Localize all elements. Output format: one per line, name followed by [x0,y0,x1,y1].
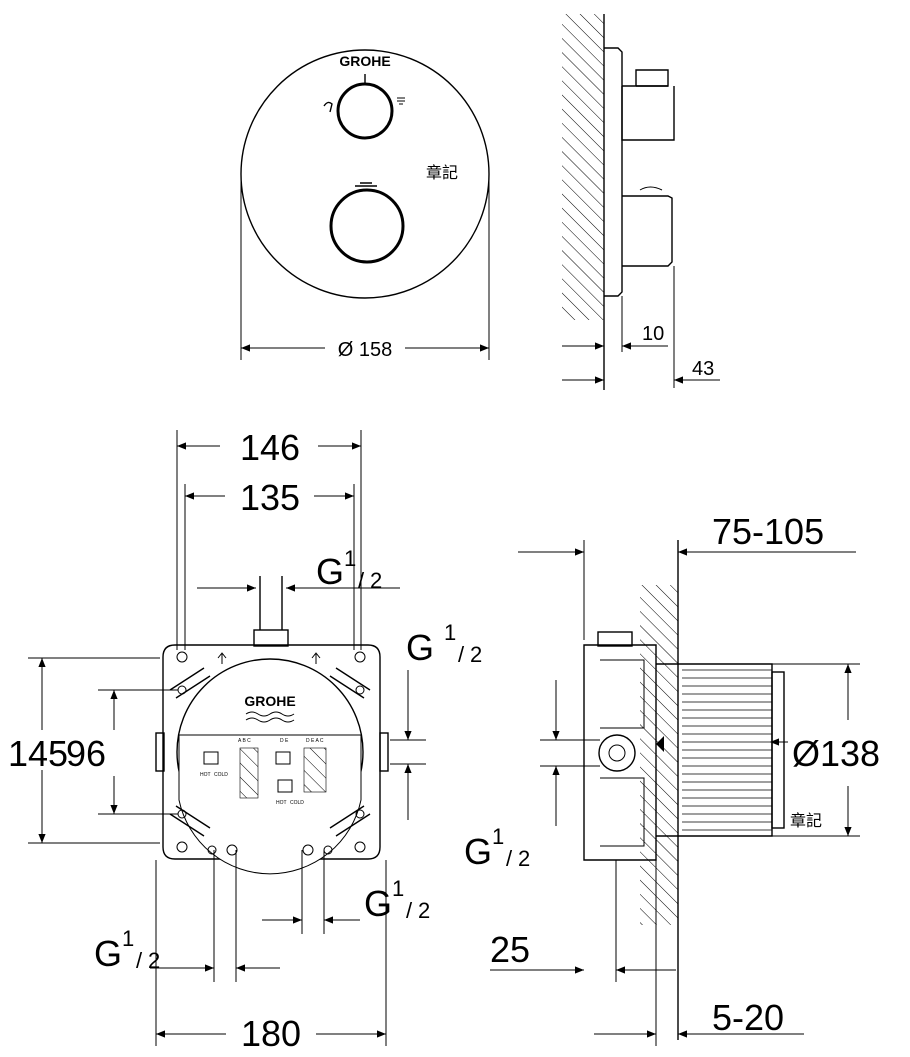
dim-180-label: 180 [241,1013,301,1054]
section-view: 75-105 Ø138 G 1 / 2 25 [464,511,880,1046]
legend-grid-2 [239,747,259,799]
left-plug [155,732,165,772]
thread-top-slash: / [358,568,365,593]
watermark-stamp-2: 章記 [790,811,822,830]
watermark-stamp: 章記 [426,163,458,182]
flow-arrow-icons [217,652,321,664]
thread-bl-num: 1 [122,926,134,951]
overhead-shower-icon [397,97,405,105]
thread-right-slash: / [458,642,465,667]
legend-de: D E [280,738,289,744]
mounting-tab-tl [169,667,211,699]
right-plug [379,732,389,772]
thread-top-num: 1 [344,546,356,571]
legend-cold: COLD [214,772,228,778]
thread-top-g: G [316,551,344,592]
thread-bottom-right-g: G [364,883,392,924]
diverter-knob-profile [621,69,675,141]
front-view: GROHE Ø 158 [240,49,490,361]
box-brand-logo: GROHE [244,693,295,709]
thread-right-g: G [406,627,434,668]
cover-brand-logo: GROHE [339,53,390,69]
sleeve-cap [771,671,785,829]
cover-plate-profile [604,47,623,297]
wave-logo [245,711,295,723]
dim-10-label: 10 [642,323,664,345]
wall-hatching [562,14,604,320]
dim-5-20-label: 5-20 [712,997,784,1038]
dim-146-label: 146 [240,427,300,468]
legend-deac: D E A C [306,738,324,744]
legend-valve-b [275,751,291,765]
section-wall-hatching [640,585,678,925]
dim-25-label: 25 [490,929,530,970]
thread-br-slash: / [406,898,413,923]
flush-mark-triangle [656,736,664,752]
legend-hot-2: HOT [276,800,287,806]
thread-bl-den: 2 [148,948,160,973]
dim-96-label: 96 [66,733,106,774]
mounting-tab-tr [329,667,371,699]
mounting-box-outline [162,644,381,860]
installation-legend [178,734,362,875]
section-inlet-port [598,734,636,772]
thread-bl-slash: / [136,948,143,973]
side-view: 10 43 [562,14,720,390]
dim-43-label: 43 [692,358,714,380]
temperature-stop-marker [355,182,377,187]
thread-br-num: 1 [392,876,404,901]
dim-138-label: Ø138 [792,733,880,774]
dim-145-label: 145 [8,733,68,774]
thread-br-den: 2 [418,898,430,923]
legend-grid [303,747,327,793]
thermostat-knob [329,188,405,264]
legend-abc: A B C [238,738,251,744]
section-thread-num: 1 [492,824,504,849]
diverter-knob [336,82,394,140]
sleeve-ribs [682,669,772,831]
handshower-icon [323,101,333,113]
dim-135-label: 135 [240,477,300,518]
thermostat-knob-profile [622,195,673,267]
thread-bottom-left-g: G [94,933,122,974]
legend-hot: HOT [200,772,211,778]
box-view: 146 135 G 1 / 2 GROHE A B C D E D E A C … [8,427,482,1054]
legend-valve-a [203,751,219,765]
section-thread-slash: / [506,846,513,871]
thread-top-den: 2 [370,568,382,593]
section-thread-den: 2 [518,846,530,871]
dim-75-105-label: 75-105 [712,511,824,552]
internal-passage [600,659,645,847]
legend-valve-c [277,779,293,793]
section-thread-g: G [464,831,492,872]
thread-right-num: 1 [444,620,456,645]
top-fitting [597,631,633,647]
diameter-158-label: Ø 158 [338,339,392,361]
mounting-tab-br [329,805,371,837]
thread-right-den: 2 [470,642,482,667]
top-outlet-nipple [253,629,289,647]
legend-cold-2: COLD [290,800,304,806]
